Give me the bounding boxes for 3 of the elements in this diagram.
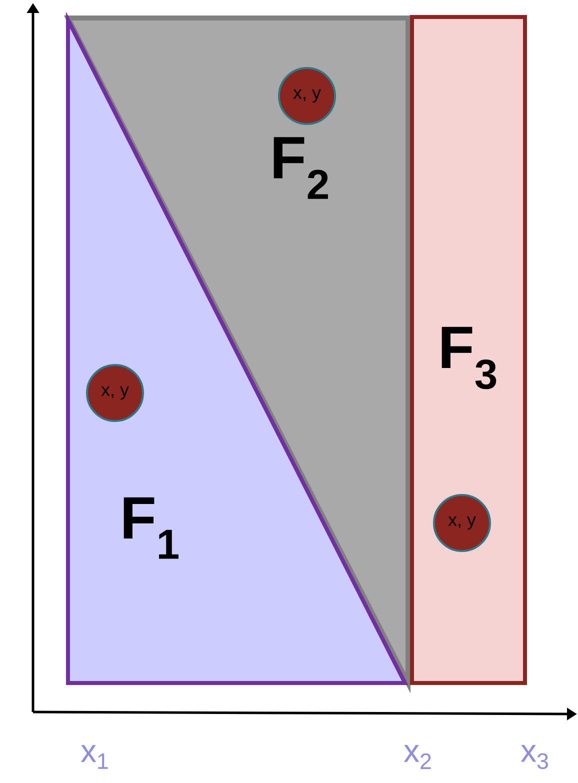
axis-label: x$_{1}$: [80, 745, 108, 769]
axis-label: x$_{3}$: [520, 744, 548, 770]
axis-label: x$_{2}$: [404, 745, 431, 769]
